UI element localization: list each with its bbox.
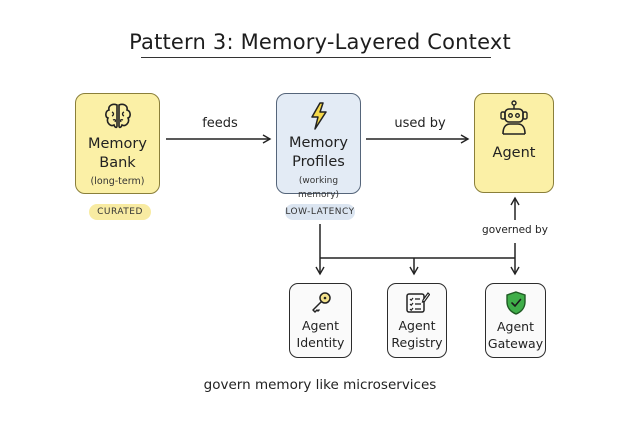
footer-caption: govern memory like microservices: [203, 377, 437, 393]
shield-check-icon: [505, 291, 526, 315]
brain-icon: [104, 103, 131, 129]
curated-badge: CURATED: [89, 204, 151, 220]
agent-identity-label-line2: Identity: [296, 335, 345, 350]
agent-gateway-label-line1: Agent: [497, 319, 534, 334]
memory-bank-label-line2: Bank: [99, 155, 136, 171]
edge-label-used-by: used by: [394, 116, 446, 131]
memory-profiles-node[interactable]: Memory Profiles (working memory): [276, 93, 361, 200]
edge-label-governed-by: governed by: [482, 224, 548, 236]
memory-bank-label-line1: Memory: [88, 136, 147, 152]
agent-identity-label-line1: Agent: [302, 318, 339, 333]
title-underline: [141, 57, 491, 58]
robot-icon: [500, 100, 528, 135]
agent-registry-node[interactable]: Agent Registry: [387, 283, 447, 358]
key-icon: [311, 292, 331, 313]
memory-bank-sublabel: (long-term): [90, 176, 145, 187]
agent-gateway-node[interactable]: Agent Gateway: [485, 283, 546, 358]
memory-profiles-label-line1: Memory: [289, 135, 348, 151]
memory-profiles-label-line2: Profiles: [292, 154, 345, 170]
low-latency-badge: LOW-LATENCY: [285, 204, 355, 220]
agent-registry-label-line2: Registry: [391, 335, 443, 350]
memory-bank-node[interactable]: Memory Bank (long-term): [75, 93, 160, 194]
agent-label: Agent: [492, 145, 536, 161]
edge-label-feeds: feeds: [202, 116, 238, 131]
memory-profiles-sublabel: (working memory): [297, 176, 340, 200]
agent-identity-node[interactable]: Agent Identity: [289, 283, 352, 358]
agent-registry-label-line1: Agent: [398, 318, 436, 333]
lightning-icon: [310, 102, 327, 130]
checklist-icon: [406, 292, 430, 313]
agent-gateway-label-line2: Gateway: [487, 336, 544, 351]
diagram-title: Pattern 3: Memory-Layered Context: [129, 30, 511, 54]
agent-node[interactable]: Agent: [474, 93, 554, 193]
